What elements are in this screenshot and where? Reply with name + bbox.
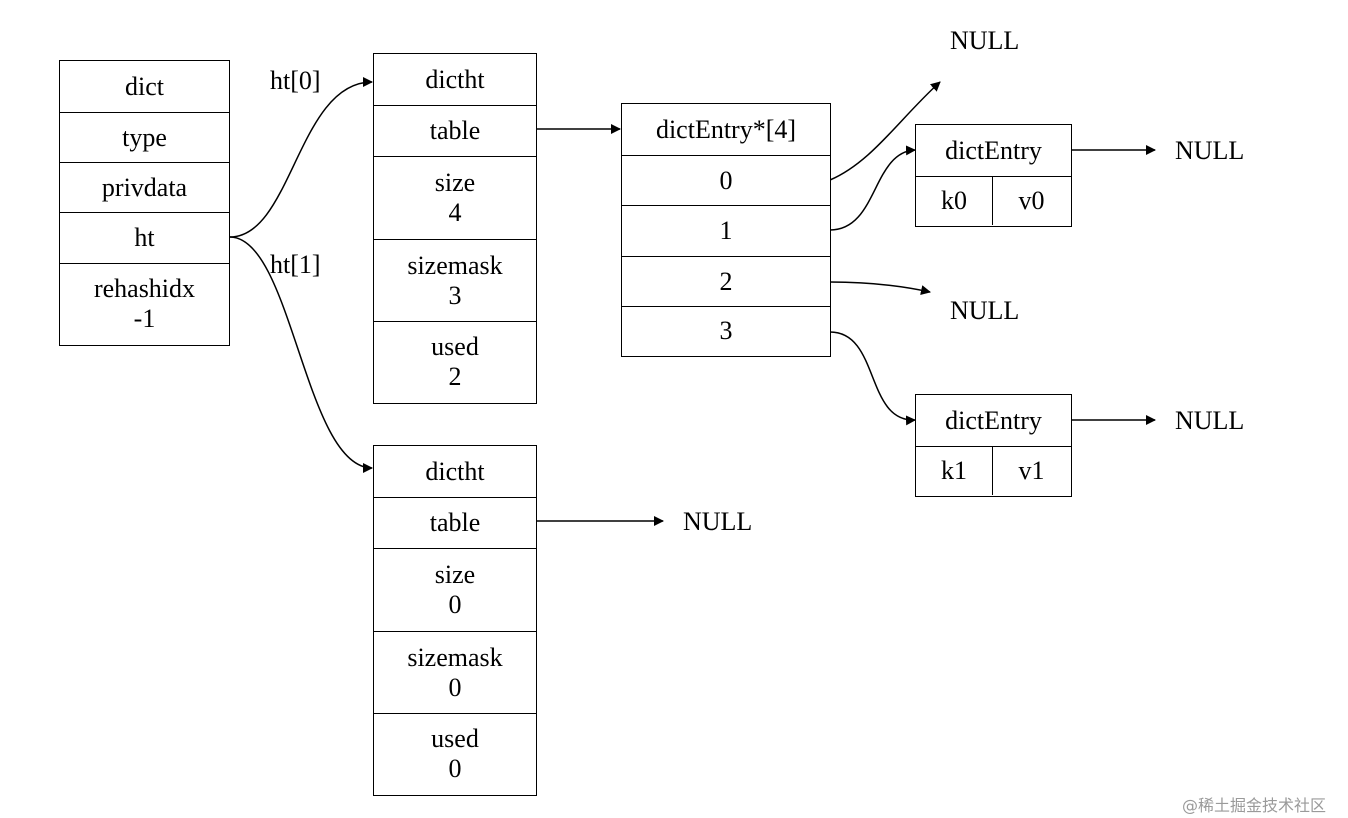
dict-entry-0-title: dictEntry (945, 135, 1042, 165)
ht1-sizemask-label: sizemask (407, 642, 503, 672)
edge-ht-to-ht1 (229, 236, 373, 473)
ht0-size: size 4 (374, 156, 536, 239)
dict-entry-0-value: v0 (1018, 186, 1045, 215)
bucket-0: 0 (622, 155, 830, 205)
ht0-title: dictht (425, 64, 485, 94)
ht0-table: table (374, 105, 536, 156)
rehashidx-value: -1 (133, 304, 156, 333)
dict-entry-1-row: k1 v1 (916, 446, 1071, 495)
ht1-sizemask: sizemask 0 (374, 631, 536, 713)
bucket-array-node: dictEntry*[4] 0 1 2 3 (621, 103, 831, 357)
ht0-sizemask-label: sizemask (407, 250, 503, 280)
dict-entry-1-value: v1 (1018, 456, 1045, 485)
bucket-3: 3 (622, 306, 830, 355)
edge-bucket3-to-entry1 (829, 331, 916, 426)
watermark: @稀土掘金技术社区 (1182, 796, 1327, 815)
ht0-sizemask: sizemask 3 (374, 239, 536, 321)
dict-node: dict type privdata ht rehashidx -1 (59, 60, 230, 346)
edge-bucket0-to-null (829, 81, 941, 181)
edge-ht-to-ht0 (229, 77, 373, 238)
edge-label-ht0: ht[0] (270, 66, 321, 95)
null-entry0-next: NULL (1175, 136, 1245, 165)
bucket-1: 1 (622, 205, 830, 256)
ht0-sizemask-value: 3 (448, 280, 462, 310)
dict-field-privdata: privdata (60, 162, 229, 212)
bucket-array-title: dictEntry*[4] (655, 114, 797, 144)
ht0-used: used 2 (374, 321, 536, 402)
edge-label-ht1: ht[1] (270, 250, 321, 279)
null-bucket2: NULL (950, 296, 1020, 325)
ht0-used-value: 2 (448, 362, 462, 391)
dict-title: dict (125, 71, 164, 101)
dict-entry-0-row: k0 v0 (916, 176, 1071, 225)
null-entry1-next: NULL (1175, 406, 1245, 435)
ht1-size-label: size (434, 560, 476, 589)
dict-entry-0-key: k0 (916, 177, 993, 225)
ht0-used-label: used (431, 332, 479, 361)
dict-field-type: type (60, 112, 229, 162)
ht1-size: size 0 (374, 548, 536, 631)
ht1-used: used 0 (374, 713, 536, 794)
ht1-used-value: 0 (448, 754, 462, 783)
ht1-dictht-node: dictht table size 0 sizemask 0 used 0 (373, 445, 537, 796)
dict-field-rehashidx: rehashidx -1 (60, 263, 229, 344)
dict-field-ht: ht (60, 212, 229, 263)
ht0-size-label: size (434, 168, 476, 197)
ht0-dictht-node: dictht table size 4 sizemask 3 used 2 (373, 53, 537, 404)
ht1-table: table (374, 497, 536, 548)
edge-bucket2-to-null (829, 281, 931, 295)
dict-entry-1-key: k1 (916, 447, 993, 495)
bucket-2: 2 (622, 256, 830, 306)
dict-entry-node-1: dictEntry k1 v1 (915, 394, 1072, 497)
ht1-used-label: used (431, 724, 479, 753)
rehashidx-label: rehashidx (93, 274, 196, 303)
dict-entry-node-0: dictEntry k0 v0 (915, 124, 1072, 227)
ht1-title: dictht (425, 456, 485, 486)
ht0-size-value: 4 (448, 198, 462, 227)
ht1-sizemask-value: 0 (448, 672, 462, 702)
null-ht1-table: NULL (683, 507, 753, 536)
edge-bucket1-to-entry0 (829, 145, 916, 231)
null-bucket0: NULL (950, 26, 1020, 55)
ht1-size-value: 0 (448, 590, 462, 619)
dict-entry-1-title: dictEntry (945, 405, 1042, 435)
